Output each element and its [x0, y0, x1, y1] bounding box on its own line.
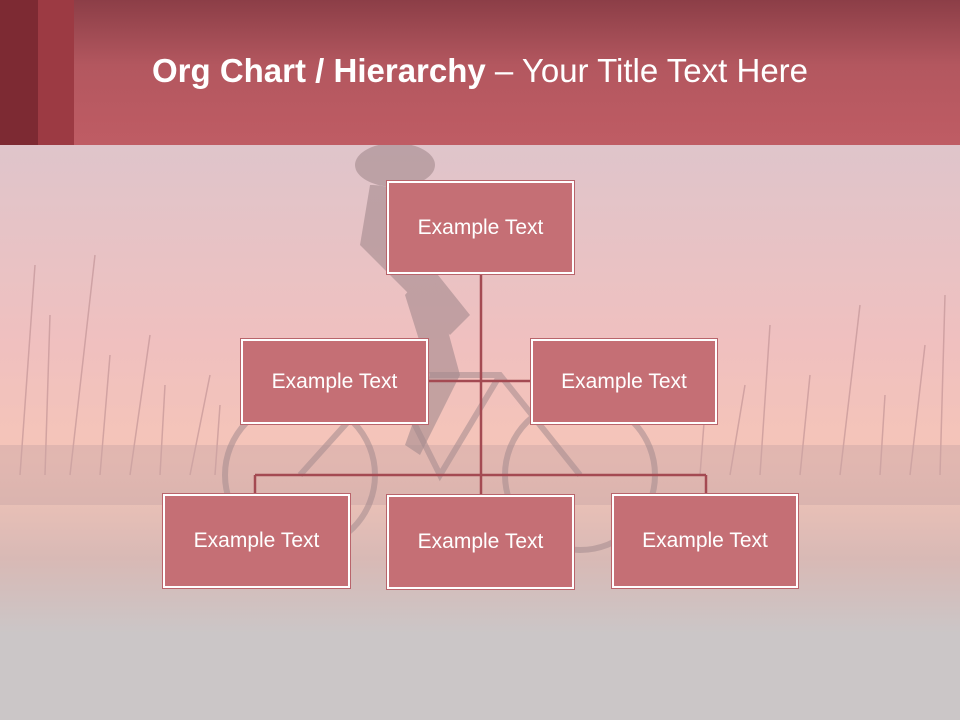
org-node-root[interactable]: Example Text: [387, 181, 574, 274]
header-bar: Org Chart / Hierarchy – Your Title Text …: [0, 0, 960, 145]
accent-bar-medium: [38, 0, 74, 145]
org-node-child-right[interactable]: Example Text: [612, 494, 798, 588]
org-node-child-left[interactable]: Example Text: [163, 494, 350, 588]
org-node-assistant-left[interactable]: Example Text: [241, 339, 428, 424]
title-bold: Org Chart / Hierarchy: [151, 52, 486, 89]
slide-title: Org Chart / Hierarchy – Your Title Text …: [0, 52, 960, 90]
org-node-child-center[interactable]: Example Text: [387, 495, 574, 589]
accent-bar-dark: [0, 0, 38, 145]
org-node-assistant-right[interactable]: Example Text: [531, 339, 717, 424]
title-regular: Your Title Text Here: [521, 52, 809, 89]
title-separator: –: [485, 52, 522, 89]
